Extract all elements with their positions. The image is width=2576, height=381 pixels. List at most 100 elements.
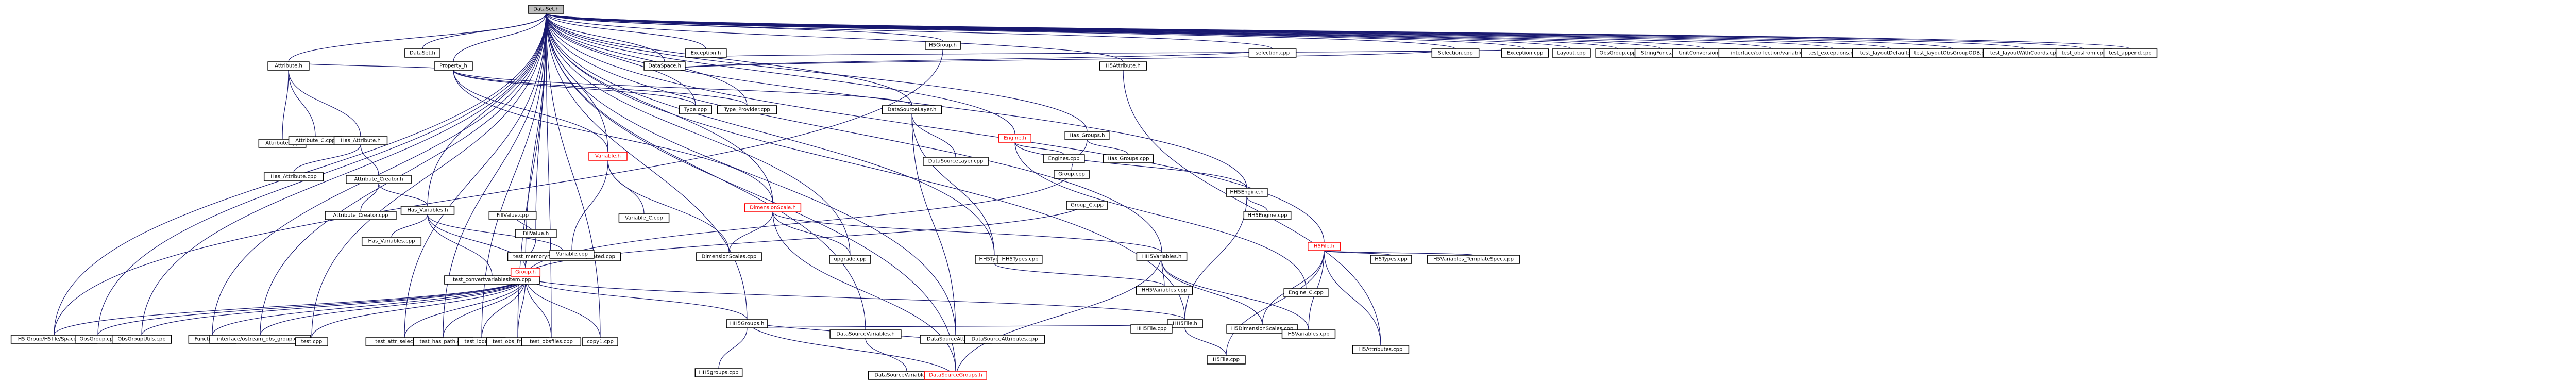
graph-node[interactable]: test_layoutObsGroupODB.cpp: [1909, 48, 1996, 58]
graph-node[interactable]: H5File.cpp: [1207, 355, 1246, 365]
edge-n0-n64: [260, 13, 547, 336]
edge-n50-n69: [517, 276, 526, 338]
graph-node[interactable]: Has_Groups.cpp: [1103, 154, 1154, 163]
graph-node[interactable]: Attribute_Creator.h: [346, 175, 412, 184]
graph-node[interactable]: test_obsfiles.cpp: [521, 337, 582, 346]
graph-node-label: DataSourceLayer.cpp: [928, 159, 984, 164]
graph-node-label: DataSourceGroups.h: [929, 373, 982, 378]
edge-n18-n19: [571, 160, 608, 251]
graph-node-box: [510, 268, 541, 277]
graph-node-box: [515, 229, 557, 238]
graph-node[interactable]: Has_Variables.h: [400, 206, 455, 215]
graph-node[interactable]: test.cpp: [295, 337, 328, 346]
graph-node[interactable]: H5Variables_TemplateSpec.cpp: [1427, 255, 1520, 264]
graph-node[interactable]: Has_Attribute.h: [333, 136, 388, 145]
graph-node-label: Attribute.cpp: [265, 141, 299, 146]
graph-node-box: [694, 368, 743, 377]
graph-node[interactable]: test_layoutWithCoords.cpp: [1982, 48, 2067, 58]
graph-node[interactable]: upgrade.cpp: [829, 255, 871, 264]
edge-n0-n81: [546, 13, 1891, 49]
graph-node[interactable]: Selection.cpp: [1431, 48, 1480, 58]
graph-node[interactable]: DataSourceLayer.h: [882, 105, 942, 114]
graph-node[interactable]: Engines.cpp: [1043, 154, 1085, 163]
graph-node-box: [111, 335, 172, 344]
graph-node[interactable]: H5DimensionScales.cpp: [1226, 324, 1298, 334]
graph-node-box: [2103, 48, 2158, 58]
graph-node[interactable]: DataSet.h: [404, 48, 440, 58]
graph-node[interactable]: DimensionScale.h: [744, 203, 802, 212]
graph-node[interactable]: Group.cpp: [1054, 170, 1090, 179]
graph-node[interactable]: DataSourceAttributes.cpp: [964, 335, 1045, 344]
graph-node[interactable]: Has_Attribute.cpp: [263, 172, 324, 181]
graph-node-label: DataSet.h: [533, 7, 559, 12]
graph-node[interactable]: copy1.cpp: [582, 337, 618, 346]
graph-node[interactable]: Exception.cpp: [1501, 48, 1549, 58]
graph-node[interactable]: Variable_C.cpp: [618, 213, 670, 223]
graph-node[interactable]: H5Group.h: [925, 41, 961, 50]
graph-node[interactable]: H5Attributes.cpp: [1352, 345, 1410, 354]
graph-node[interactable]: H5Variables.cpp: [1281, 329, 1336, 339]
graph-node[interactable]: ObsGroupUtils.cpp: [111, 335, 172, 344]
graph-node[interactable]: Attribute_Creator.cpp: [325, 211, 397, 220]
graph-node[interactable]: HH5File.cpp: [1130, 324, 1173, 334]
graph-node[interactable]: DataSet.h: [528, 5, 564, 14]
edge-n6-n3: [288, 61, 454, 71]
graph-node[interactable]: Has_Variables.cpp: [361, 237, 422, 246]
graph-node[interactable]: Group_C.cpp: [1066, 201, 1108, 210]
graph-node[interactable]: Variable.cpp: [549, 250, 595, 259]
graph-node[interactable]: interface/collection/variable.cpp: [1718, 48, 1826, 58]
graph-node[interactable]: H5File.h: [1308, 242, 1341, 251]
graph-node[interactable]: Layout.cpp: [1552, 48, 1591, 58]
graph-node-box: [267, 61, 310, 71]
graph-node[interactable]: Has_Groups.h: [1064, 131, 1110, 140]
graph-node[interactable]: ObsGroup.cpp: [1595, 48, 1640, 58]
graph-node[interactable]: Variable.h: [588, 152, 628, 161]
graph-node-label: ObsGroup.cpp: [79, 337, 116, 342]
graph-node[interactable]: HH5groups.cpp: [694, 368, 743, 377]
graph-node[interactable]: test_append.cpp: [2103, 48, 2158, 58]
graph-node[interactable]: DataSourceGroups.h: [924, 371, 987, 380]
graph-node[interactable]: H5Types.cpp: [1370, 255, 1412, 264]
graph-node[interactable]: Type.cpp: [679, 105, 712, 114]
edge-n50-n68: [481, 276, 526, 338]
edge-n0-n70: [546, 13, 552, 338]
graph-node[interactable]: HH5Variables.cpp: [1136, 286, 1193, 295]
graph-node[interactable]: HH5Types.cpp: [997, 255, 1043, 264]
graph-node[interactable]: FillValue.cpp: [488, 211, 537, 220]
graph-node[interactable]: Type_Provider.cpp: [717, 105, 777, 114]
graph-node[interactable]: Exception.h: [685, 48, 727, 58]
graph-node-box: [679, 105, 712, 114]
edge-n41-n45: [1324, 250, 1381, 346]
edge-n50-n62: [141, 276, 526, 336]
graph-node-label: test.cpp: [301, 339, 323, 345]
graph-node-box: [964, 335, 1045, 344]
graph-node[interactable]: test_obsfrom.cpp: [2055, 48, 2113, 58]
graph-node[interactable]: Attribute.h: [267, 61, 310, 71]
graph-node-box: [1130, 324, 1173, 334]
graph-node[interactable]: HH5Engine.cpp: [1243, 211, 1292, 220]
graph-node[interactable]: HH5Variables.h: [1136, 252, 1188, 261]
graph-node[interactable]: FillValue.h: [515, 229, 557, 238]
graph-node[interactable]: HH5Groups.h: [726, 319, 768, 328]
graph-node-box: [1308, 242, 1341, 251]
edge-n50-n61: [97, 276, 526, 336]
edge-n0-n82: [546, 13, 1953, 49]
graph-node[interactable]: DataSourceVariables.h: [829, 329, 902, 339]
graph-node[interactable]: DimensionScales.cpp: [696, 252, 762, 261]
graph-node[interactable]: Group.h: [510, 268, 541, 277]
graph-node[interactable]: DataSpace.h: [643, 61, 686, 71]
graph-node[interactable]: Property_h: [434, 61, 473, 71]
graph-node[interactable]: selection.cpp: [1248, 48, 1297, 58]
graph-node[interactable]: HH5File.h: [1167, 319, 1203, 328]
graph-node-box: [829, 255, 871, 264]
edge-n21-n22: [728, 211, 773, 253]
graph-node[interactable]: test_convertvariablesitem.cpp: [444, 275, 540, 285]
edge-n12-n13: [360, 183, 379, 212]
graph-node[interactable]: HH5Engine.h: [1226, 188, 1268, 197]
edge-n36-n39: [747, 324, 1152, 328]
graph-node[interactable]: H5Attribute.h: [1099, 61, 1147, 71]
graph-node[interactable]: DataSourceLayer.cpp: [923, 157, 989, 166]
graph-node-label: test_attr_selection.cpp: [375, 339, 434, 345]
graph-node[interactable]: Engine.h: [998, 134, 1031, 143]
graph-node[interactable]: Engine_C.cpp: [1283, 288, 1329, 297]
